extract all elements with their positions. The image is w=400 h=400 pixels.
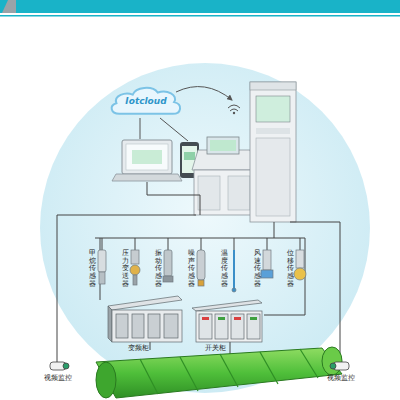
cabinet-label: 开关柜 [205,343,226,353]
camera-label: 视频监控 [44,373,72,383]
sensor-name: 位移传感器 [287,250,294,288]
node-text: Iotcloud [109,89,183,113]
sensor-label: 甲烷传感器 [89,250,96,289]
sensor-label: 温度传感器 [221,250,228,289]
sensor-name: 压力变送器 [122,250,129,288]
sensor-name: 振动传感器 [155,250,162,288]
node-text: 开关柜 [205,343,226,353]
sensor-name: 噪声传感器 [188,250,195,288]
cabinet-label: 变频柜 [128,343,149,353]
sensor-label: 压力变送器 [122,250,129,289]
node-text: 视频监控 [44,373,72,383]
camera-label: 视频监控 [327,373,355,383]
sensor-name: 温度传感器 [221,250,228,288]
sensor-name: 甲烷传感器 [89,250,96,288]
sensor-label: 振动传感器 [155,250,162,289]
sensor-label: 风速传感器 [254,250,261,289]
cloud-node: Iotcloud [109,84,183,116]
sensor-label: 噪声传感器 [188,250,195,289]
node-text: 变频柜 [128,343,149,353]
sensor-name: 风速传感器 [254,250,261,288]
sensor-label: 位移传感器 [287,250,294,289]
node-text: 视频监控 [327,373,355,383]
